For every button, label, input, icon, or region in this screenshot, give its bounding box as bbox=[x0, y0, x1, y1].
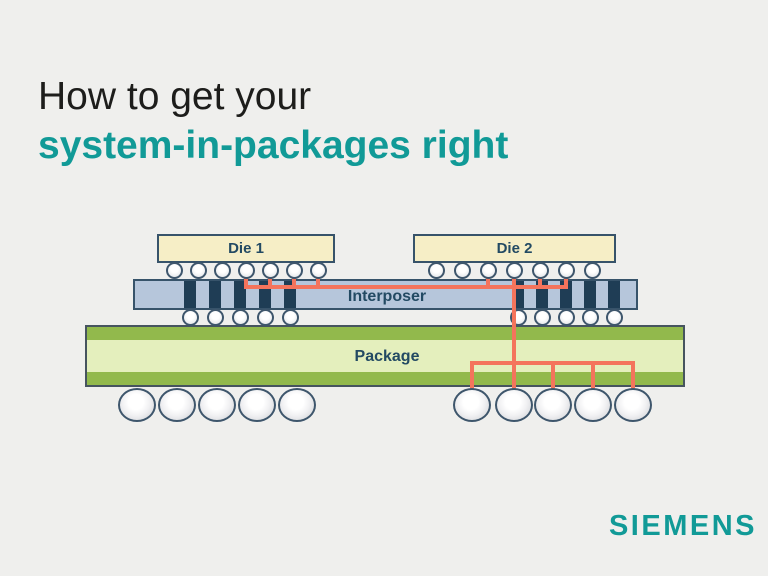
micro-bump bbox=[285, 261, 303, 279]
route-segment bbox=[486, 276, 490, 289]
package-core-stripe bbox=[87, 340, 683, 372]
solder-bump bbox=[256, 308, 274, 326]
micro-bump bbox=[309, 261, 327, 279]
page-title: How to get your system-in-packages right bbox=[38, 72, 508, 170]
micro-bump bbox=[165, 261, 183, 279]
bga-ball bbox=[495, 388, 533, 422]
tsv-via bbox=[209, 281, 221, 308]
micro-bump bbox=[427, 261, 445, 279]
micro-bump bbox=[261, 261, 279, 279]
solder-bump bbox=[231, 308, 249, 326]
bga-ball bbox=[198, 388, 236, 422]
interposer-label: Interposer bbox=[347, 288, 427, 305]
route-segment bbox=[316, 276, 320, 289]
bga-ball bbox=[453, 388, 491, 422]
micro-bump bbox=[531, 261, 549, 279]
die2-box: Die 2 bbox=[413, 234, 616, 263]
solder-bump bbox=[557, 308, 575, 326]
package-label: Package bbox=[354, 348, 420, 365]
tsv-via bbox=[184, 281, 196, 308]
route-segment bbox=[591, 363, 595, 391]
micro-bump bbox=[189, 261, 207, 279]
siemens-logo: SIEMENS bbox=[608, 510, 757, 542]
route-segment bbox=[470, 363, 474, 391]
route-segment bbox=[512, 276, 516, 365]
solder-bump bbox=[181, 308, 199, 326]
route-segment bbox=[551, 363, 555, 391]
route-segment bbox=[244, 276, 248, 289]
micro-bump bbox=[237, 261, 255, 279]
route-segment bbox=[292, 276, 296, 289]
title-line-1: How to get your bbox=[38, 75, 312, 118]
solder-bump bbox=[281, 308, 299, 326]
route-segment bbox=[564, 276, 568, 289]
bga-ball bbox=[574, 388, 612, 422]
micro-bump bbox=[505, 261, 523, 279]
route-segment bbox=[538, 276, 542, 289]
micro-bump bbox=[213, 261, 231, 279]
tsv-via bbox=[584, 281, 596, 308]
solder-bump bbox=[533, 308, 551, 326]
title-line-2: system-in-packages right bbox=[38, 124, 509, 167]
route-segment bbox=[631, 363, 635, 391]
tsv-via bbox=[234, 281, 246, 308]
micro-bump bbox=[479, 261, 497, 279]
route-segment bbox=[512, 363, 516, 391]
bga-ball bbox=[534, 388, 572, 422]
route-segment bbox=[268, 276, 272, 289]
route-segment bbox=[244, 285, 568, 289]
micro-bump bbox=[557, 261, 575, 279]
tsv-via bbox=[608, 281, 620, 308]
bga-ball bbox=[118, 388, 156, 422]
bga-ball bbox=[614, 388, 652, 422]
solder-bump bbox=[206, 308, 224, 326]
bga-ball bbox=[278, 388, 316, 422]
solder-bump bbox=[581, 308, 599, 326]
package-box bbox=[85, 325, 685, 387]
die1-box: Die 1 bbox=[157, 234, 335, 263]
bga-ball bbox=[238, 388, 276, 422]
die2-label: Die 2 bbox=[496, 240, 533, 257]
solder-bump bbox=[605, 308, 623, 326]
die1-label: Die 1 bbox=[228, 240, 264, 257]
micro-bump bbox=[453, 261, 471, 279]
micro-bump bbox=[583, 261, 601, 279]
bga-ball bbox=[158, 388, 196, 422]
